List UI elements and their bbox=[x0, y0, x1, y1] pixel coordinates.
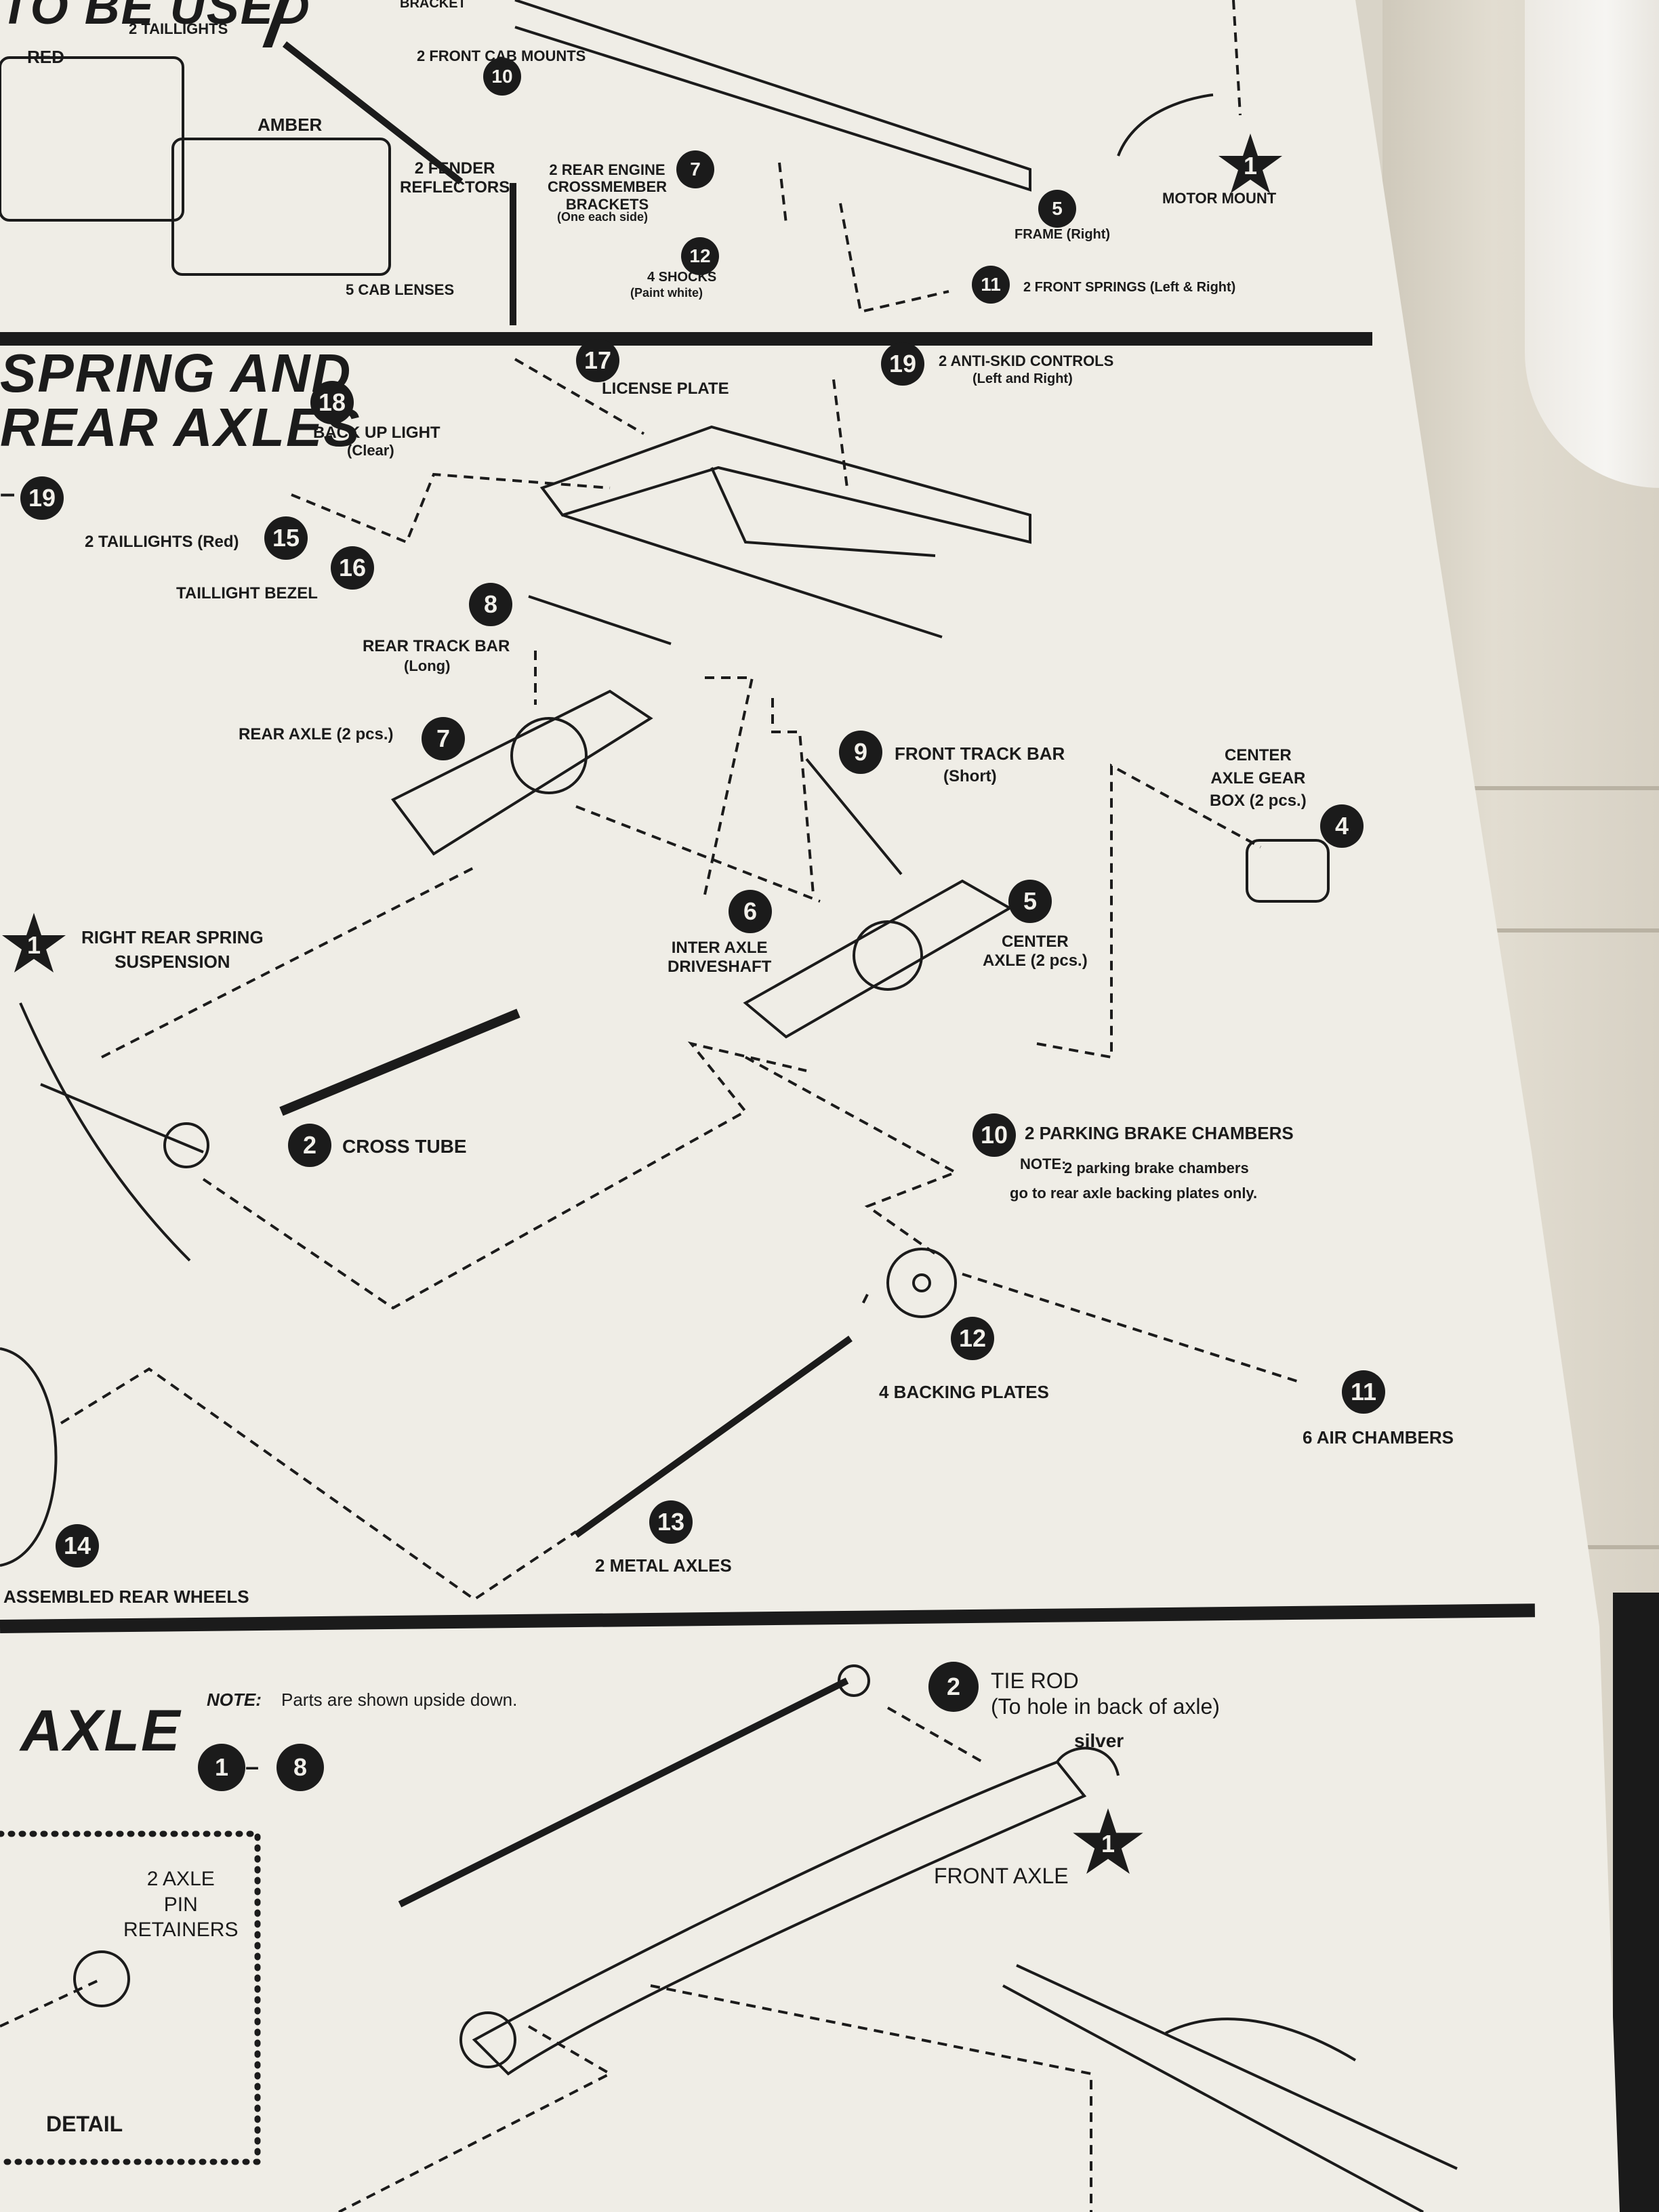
axle-range-start: 1 bbox=[198, 1744, 245, 1791]
part-number-19: 19 bbox=[881, 342, 924, 386]
metal-axles-label: 2 METAL AXLES bbox=[595, 1555, 732, 1576]
parking-brake-label: 2 PARKING BRAKE CHAMBERS bbox=[1025, 1123, 1294, 1143]
inter-axle-driveshaft-label: INTER AXLE DRIVESHAFT bbox=[668, 939, 772, 976]
frame-right-label: FRAME (Right) bbox=[1015, 227, 1111, 242]
taillights-red-label: 2 TAILLIGHTS (Red) bbox=[85, 533, 239, 551]
backing-plates-label: 4 BACKING PLATES bbox=[879, 1382, 1049, 1402]
anti-skid-label: 2 ANTI-SKID CONTROLS bbox=[939, 352, 1114, 369]
spring-title-line1: SPRING AND bbox=[0, 343, 352, 403]
dark-gap bbox=[1613, 1593, 1659, 2212]
frame-vertical bbox=[510, 183, 516, 325]
rear-engine-crossmember-label: 2 REAR ENGINE CROSSMEMBER BRACKETS bbox=[548, 161, 668, 213]
cab-lenses-label: 5 CAB LENSES bbox=[346, 281, 455, 298]
note-label-spring: NOTE: bbox=[1020, 1155, 1067, 1172]
axle-note-text: Parts are shown upside down. bbox=[281, 1689, 518, 1710]
part-number-17: 17 bbox=[576, 339, 619, 382]
part-number-12: 12 bbox=[681, 237, 719, 275]
part-number-18: 18 bbox=[310, 381, 354, 424]
part-number-5-spring: 5 bbox=[1008, 880, 1052, 923]
part-number-12-spring: 12 bbox=[951, 1317, 994, 1360]
anti-skid-sub: (Left and Right) bbox=[972, 371, 1073, 386]
taillights-label: 2 TAILLIGHTS bbox=[129, 20, 228, 37]
part-number-6: 6 bbox=[729, 890, 772, 933]
shocks-label: 4 SHOCKS bbox=[647, 270, 717, 285]
part-number-13: 13 bbox=[649, 1500, 693, 1544]
backup-light-sub: (Clear) bbox=[347, 442, 394, 459]
part-number-2: 2 bbox=[288, 1124, 331, 1167]
paint-white-label: (Paint white) bbox=[630, 286, 703, 300]
part-number-10: 10 bbox=[483, 58, 521, 96]
cross-tube-label: CROSS TUBE bbox=[342, 1136, 467, 1157]
motor-mount-star: 1 bbox=[1216, 132, 1284, 200]
tie-rod-sub: (To hole in back of axle) bbox=[991, 1694, 1220, 1719]
amber-label: AMBER bbox=[258, 115, 323, 135]
one-each-side-label: (One each side) bbox=[557, 210, 649, 224]
rear-spring-star: 1 bbox=[0, 912, 68, 979]
air-chambers-label: 6 AIR CHAMBERS bbox=[1303, 1427, 1454, 1448]
motor-mount-label: MOTOR MOUNT bbox=[1162, 190, 1277, 207]
backup-light-label: BACK UP LIGHT bbox=[313, 424, 441, 442]
part-number-2-axle: 2 bbox=[928, 1662, 979, 1712]
front-springs-label: 2 FRONT SPRINGS (Left & Right) bbox=[1023, 280, 1236, 295]
center-axle-label: CENTER AXLE (2 pcs.) bbox=[983, 933, 1088, 970]
part-number-8: 8 bbox=[469, 583, 512, 626]
part-number-11-spring: 11 bbox=[1342, 1370, 1385, 1414]
detail-label: DETAIL bbox=[46, 2112, 123, 2136]
bracket-label: BRACKET bbox=[400, 0, 466, 11]
range-number-19: 19 bbox=[20, 476, 64, 520]
part-number-16: 16 bbox=[331, 546, 374, 590]
front-axle-star: 1 bbox=[1071, 1807, 1145, 1881]
paper-roll bbox=[1525, 0, 1659, 488]
part-number-9: 9 bbox=[839, 731, 882, 774]
rear-track-bar-sub: (Long) bbox=[404, 657, 451, 674]
instruction-sheet: TO BE USED RED 2 TAILLIGHTS AMBER 2 FEND… bbox=[0, 0, 1620, 2212]
center-gear-box-label: CENTER AXLE GEAR BOX (2 pcs.) bbox=[1210, 746, 1307, 811]
part-number-5: 5 bbox=[1038, 190, 1076, 228]
section-divider-1 bbox=[0, 332, 1372, 346]
fender-reflectors-label: 2 FENDER REFLECTORS bbox=[400, 159, 510, 197]
rear-track-bar-label: REAR TRACK BAR bbox=[363, 637, 510, 655]
section-title-partial: TO BE USED bbox=[0, 0, 311, 35]
taillight-bezel-label: TAILLIGHT BEZEL bbox=[176, 584, 318, 602]
right-rear-spring-label: RIGHT REAR SPRING SUSPENSION bbox=[81, 927, 264, 972]
axle-title: AXLE bbox=[20, 1698, 182, 1763]
axle-range-dash: – bbox=[245, 1753, 260, 1780]
tie-rod-label: TIE ROD bbox=[991, 1668, 1079, 1693]
part-number-11: 11 bbox=[972, 266, 1010, 304]
front-track-bar-label: FRONT TRACK BAR bbox=[895, 743, 1065, 764]
rear-wheels-label: ASSEMBLED REAR WHEELS bbox=[3, 1586, 249, 1607]
part-number-7-spring: 7 bbox=[422, 717, 465, 760]
part-number-15: 15 bbox=[264, 516, 308, 560]
part-number-10-spring: 10 bbox=[972, 1113, 1016, 1157]
front-track-bar-sub: (Short) bbox=[943, 767, 997, 785]
rear-axle-label: REAR AXLE (2 pcs.) bbox=[239, 725, 394, 743]
axle-note-label: NOTE: bbox=[207, 1689, 262, 1710]
part-number-4: 4 bbox=[1320, 804, 1364, 848]
license-plate-label: LICENSE PLATE bbox=[602, 380, 729, 398]
axle-pin-label: 2 AXLE PIN RETAINERS bbox=[123, 1868, 239, 1941]
part-number-14: 14 bbox=[56, 1524, 99, 1568]
axle-range-end: 8 bbox=[276, 1744, 324, 1791]
parking-brake-note: 2 parking brake chambers go to rear axle… bbox=[1010, 1160, 1258, 1202]
part-number-7: 7 bbox=[676, 150, 714, 188]
spring-title-line2: REAR AXLES bbox=[0, 397, 361, 457]
front-axle-label: FRONT AXLE bbox=[934, 1864, 1069, 1888]
